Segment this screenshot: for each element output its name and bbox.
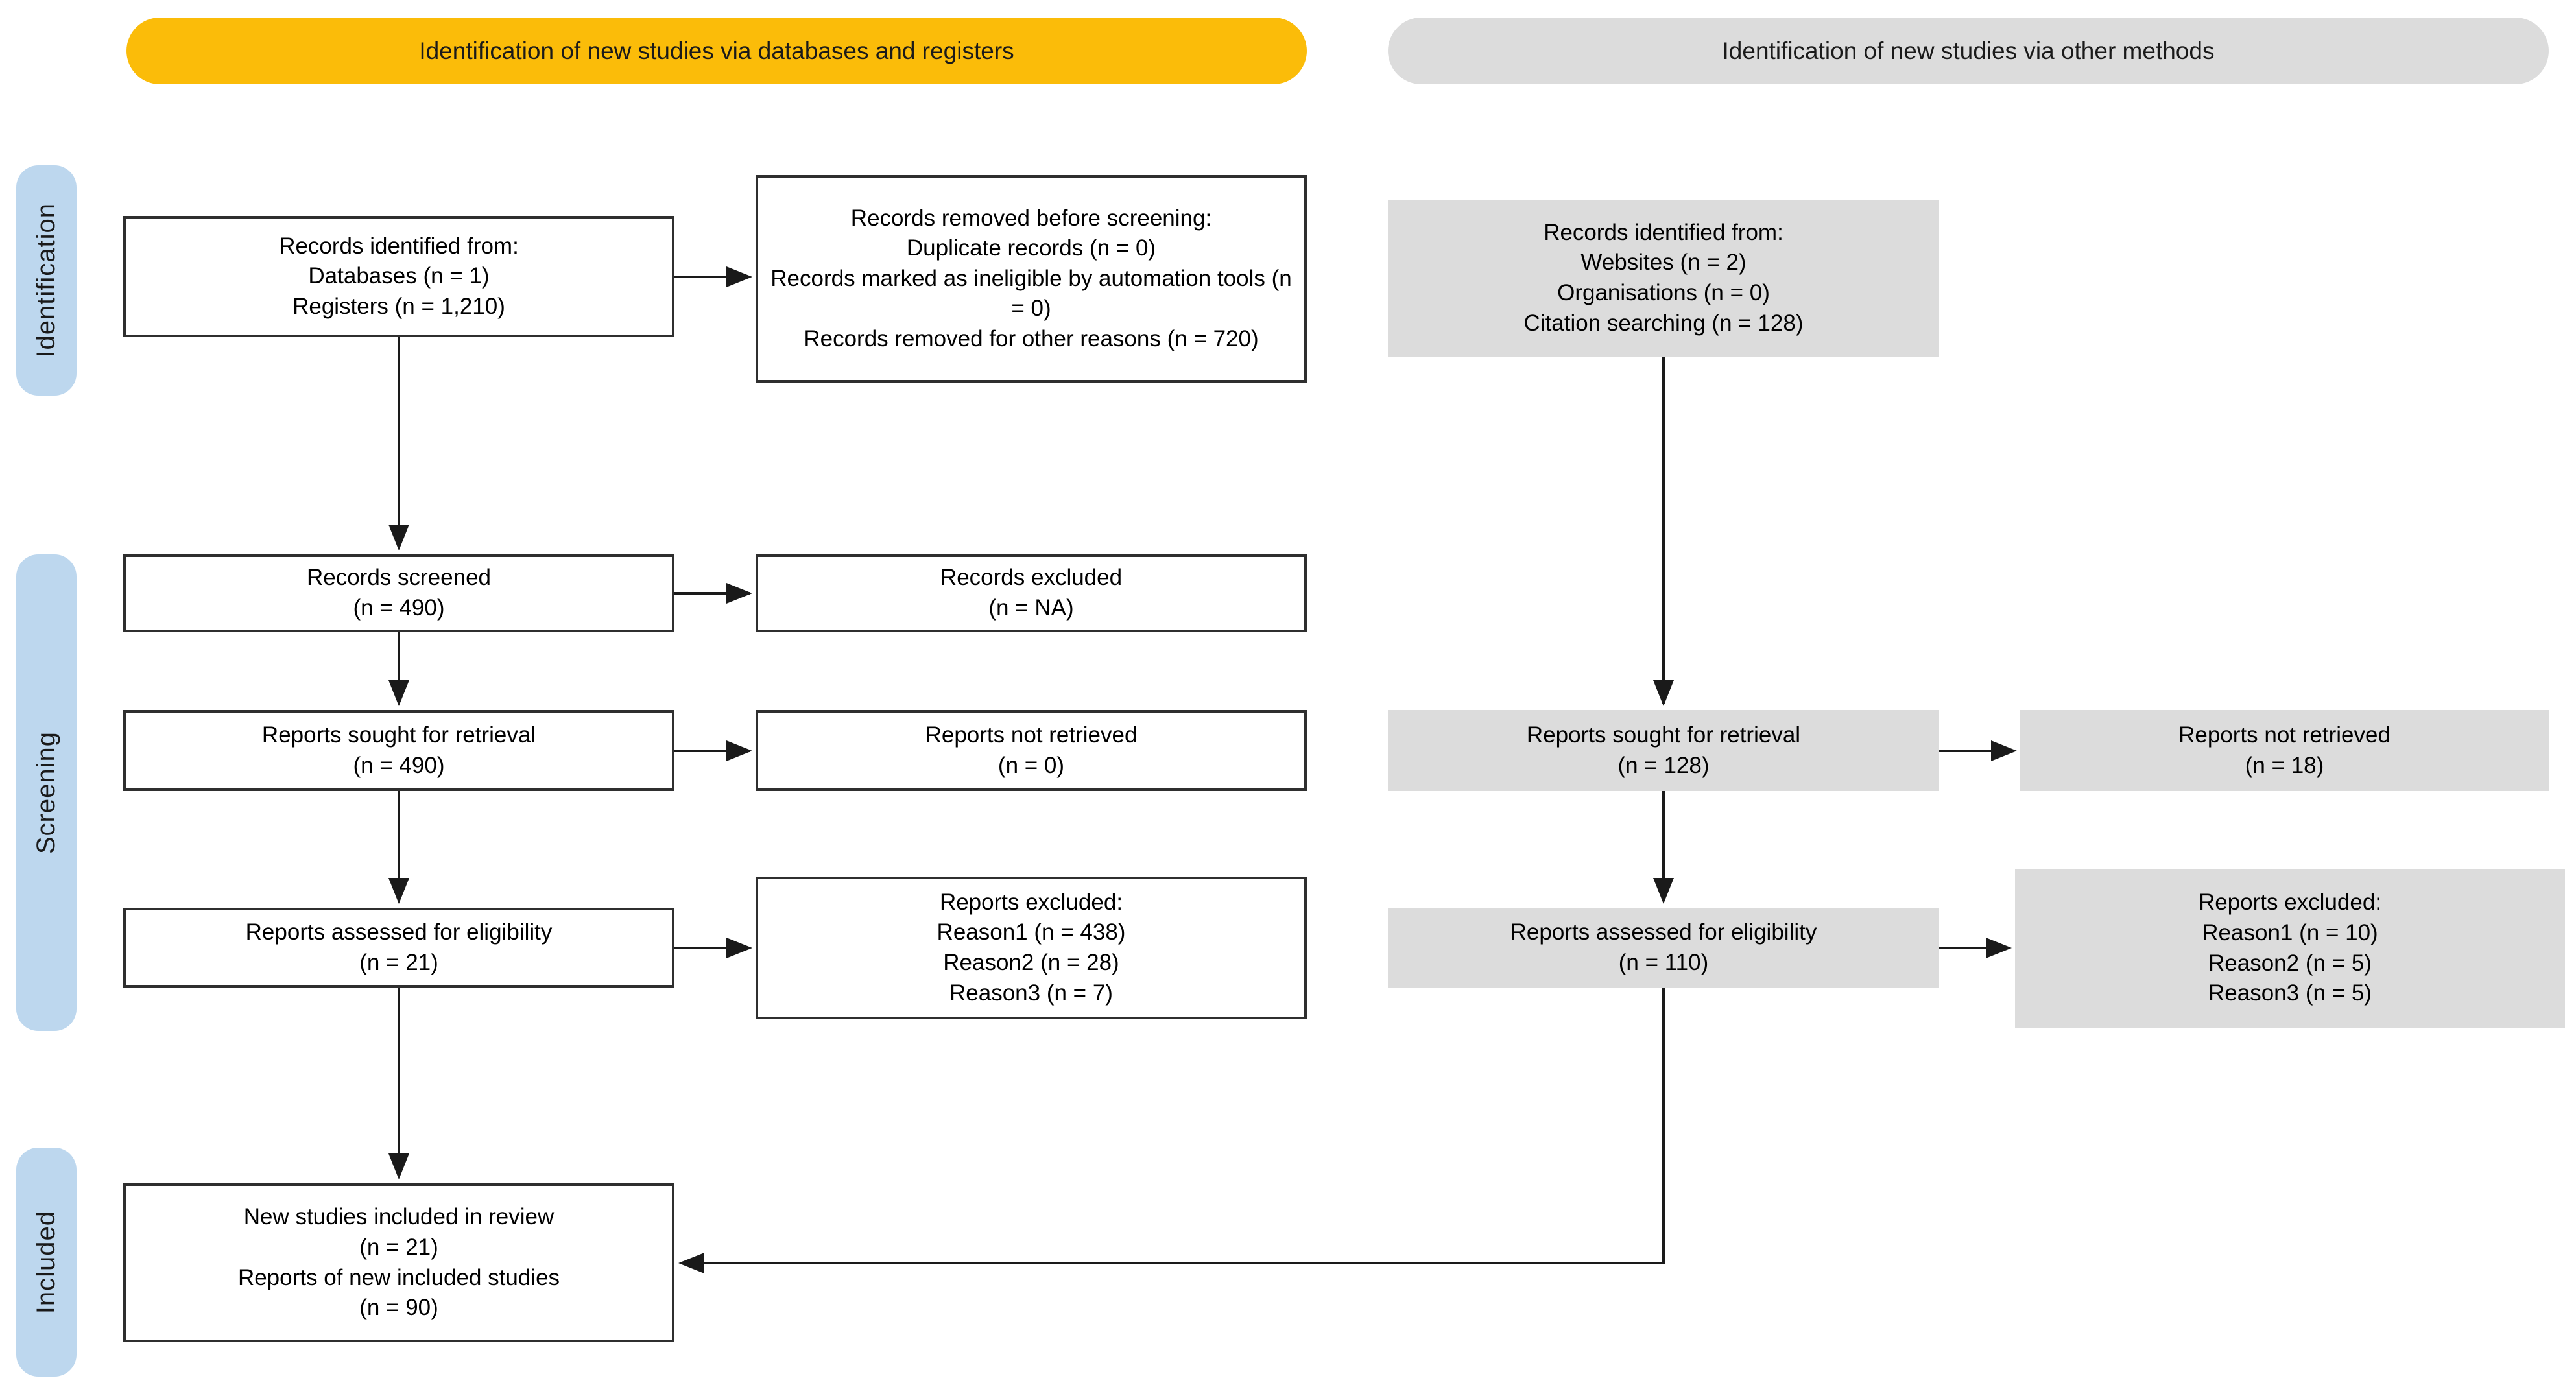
stage-ribbon-included: Included (16, 1148, 77, 1377)
box-records-identified: Records identified from: Databases (n = … (123, 216, 674, 337)
box-reports-excluded: Reports excluded: Reason1 (n = 438) Reas… (756, 877, 1307, 1019)
box-reports-sought: Reports sought for retrieval (n = 490) (123, 710, 674, 791)
box-other-reports-sought: Reports sought for retrieval (n = 128) (1388, 710, 1939, 791)
box-other-reports-assessed: Reports assessed for eligibility (n = 11… (1388, 908, 1939, 988)
stage-ribbon-identification: Identification (16, 165, 77, 396)
box-included-studies: New studies included in review (n = 21) … (123, 1183, 674, 1342)
arrow-other-assessed-to-included (678, 988, 1665, 1273)
box-records-excluded: Records excluded (n = NA) (756, 554, 1307, 632)
box-records-screened: Records screened (n = 490) (123, 554, 674, 632)
banner-other-methods: Identification of new studies via other … (1388, 18, 2549, 84)
box-other-records-identified: Records identified from: Websites (n = 2… (1388, 200, 1939, 357)
box-other-reports-not-retrieved: Reports not retrieved (n = 18) (2020, 710, 2549, 791)
box-reports-not-retrieved: Reports not retrieved (n = 0) (756, 710, 1307, 791)
banner-databases-registers: Identification of new studies via databa… (126, 18, 1307, 84)
stage-label-identification: Identification (32, 203, 60, 358)
stage-label-included: Included (32, 1210, 60, 1314)
box-records-removed: Records removed before screening: Duplic… (756, 175, 1307, 383)
box-reports-assessed: Reports assessed for eligibility (n = 21… (123, 908, 674, 988)
box-other-reports-excluded: Reports excluded: Reason1 (n = 10) Reaso… (2015, 869, 2565, 1028)
stage-ribbon-screening: Screening (16, 554, 77, 1031)
stage-label-screening: Screening (32, 731, 60, 855)
